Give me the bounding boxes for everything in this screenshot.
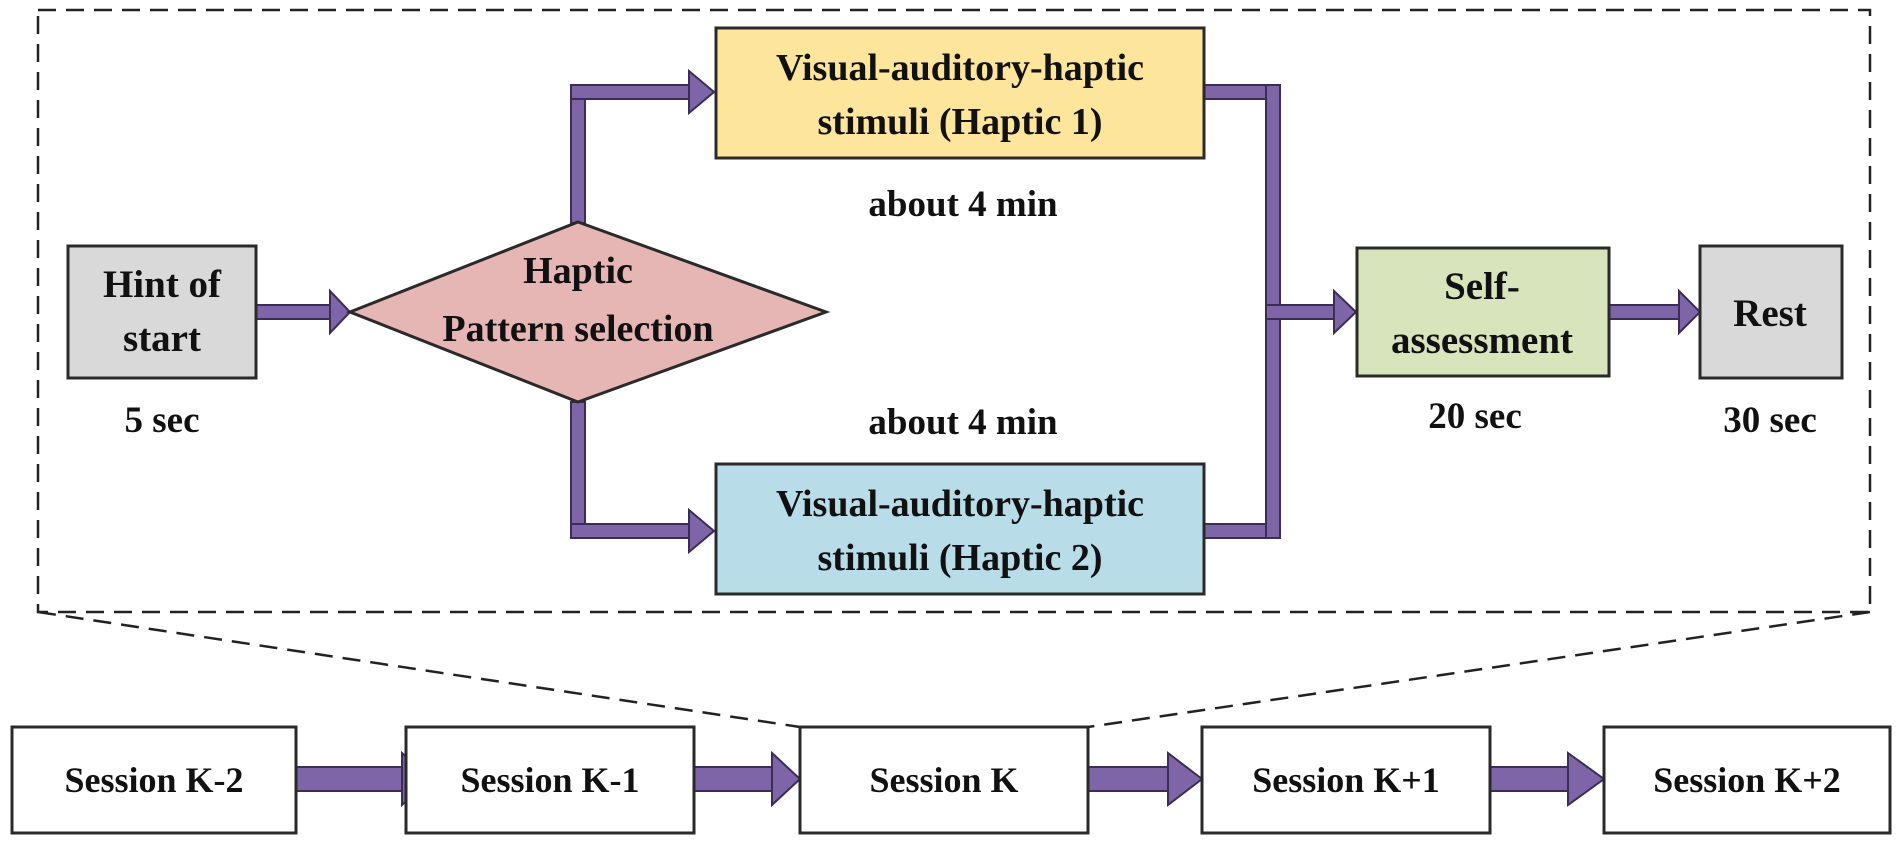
arrowhead-to-rest (1678, 288, 1702, 336)
hint-of-start-node: Hint of start 5 sec (66, 244, 258, 441)
session-box (1200, 725, 1492, 835)
arrow-self-assessment-to-rest (1608, 304, 1682, 320)
stimuli-haptic2-line1: Visual-auditory-haptic (776, 483, 1144, 525)
zoom-line-left (37, 610, 801, 729)
rest-label: Rest (1733, 292, 1807, 335)
arrow-session-2-3 (693, 766, 775, 792)
stimuli-haptic1-node: Visual-auditory-haptic stimuli (Haptic 1… (714, 26, 1206, 225)
self-assessment-duration: 20 sec (1428, 396, 1522, 437)
arrow-up-to-haptic1 (570, 84, 692, 100)
arrow-merge-to-self-assessment (1265, 304, 1337, 320)
connectors (255, 68, 1702, 808)
stimuli-haptic1-box (714, 26, 1206, 160)
pattern-selection-node: Haptic Pattern selection (345, 220, 831, 404)
arrowhead-session-2-3 (771, 750, 802, 808)
arrow-down-to-haptic2 (570, 523, 692, 539)
session-label: Session K+1 (1252, 760, 1440, 800)
stimuli-haptic1-line1: Visual-auditory-haptic (776, 47, 1144, 89)
arrow-session-4-5 (1489, 766, 1571, 792)
arrowhead-to-self-assessment (1333, 288, 1358, 336)
session-chain: Session K-2 Session K-1 Session K Sessio… (10, 725, 1892, 835)
stimuli-haptic2-box (714, 462, 1206, 596)
arrow-session-3-4 (1087, 766, 1171, 792)
stimuli-haptic2-duration: about 4 min (868, 402, 1058, 443)
rest-node: Rest 30 sec (1698, 244, 1844, 441)
hint-of-start-box (66, 244, 258, 380)
stimuli-haptic2-line2: stimuli (Haptic 2) (818, 537, 1103, 579)
arrowhead-hint-to-selection (329, 288, 352, 336)
arrowhead-to-haptic2 (688, 507, 716, 555)
stimuli-haptic1-line2: stimuli (Haptic 1) (818, 101, 1103, 143)
self-assessment-line1: Self- (1444, 265, 1520, 308)
pattern-selection-line2: Pattern selection (442, 308, 713, 350)
arrow-selection-up (570, 84, 586, 224)
self-assessment-line2: assessment (1391, 319, 1573, 362)
session-label: Session K (869, 760, 1018, 800)
pattern-selection-diamond (345, 220, 831, 404)
session-label: Session K-1 (460, 760, 639, 800)
zoom-line-right (1087, 610, 1871, 729)
stimuli-haptic2-node: Visual-auditory-haptic stimuli (Haptic 2… (714, 402, 1206, 596)
arrow-hint-to-selection (255, 304, 333, 320)
session-box (798, 725, 1090, 835)
rest-duration: 30 sec (1723, 400, 1817, 441)
rest-box (1698, 244, 1844, 380)
pattern-selection-line1: Haptic (523, 250, 633, 292)
session-box (1602, 725, 1892, 835)
arrow-session-1-2 (295, 766, 405, 792)
session-box (404, 725, 696, 835)
session-label: Session K-2 (64, 760, 243, 800)
session-label: Session K+2 (1653, 760, 1841, 800)
self-assessment-node: Self- assessment 20 sec (1355, 246, 1611, 437)
arrowhead-session-4-5 (1567, 751, 1606, 807)
hint-of-start-line1: Hint of (103, 263, 222, 306)
session-detail-frame (36, 8, 1872, 614)
self-assessment-box (1355, 246, 1611, 378)
hint-of-start-duration: 5 sec (125, 400, 200, 441)
arrowhead-to-haptic1 (688, 68, 716, 116)
arrow-selection-down (570, 401, 586, 539)
arrowhead-session-3-4 (1167, 750, 1204, 808)
session-box (10, 725, 298, 835)
hint-of-start-line2: start (123, 317, 201, 360)
stimuli-haptic1-duration: about 4 min (868, 184, 1058, 225)
